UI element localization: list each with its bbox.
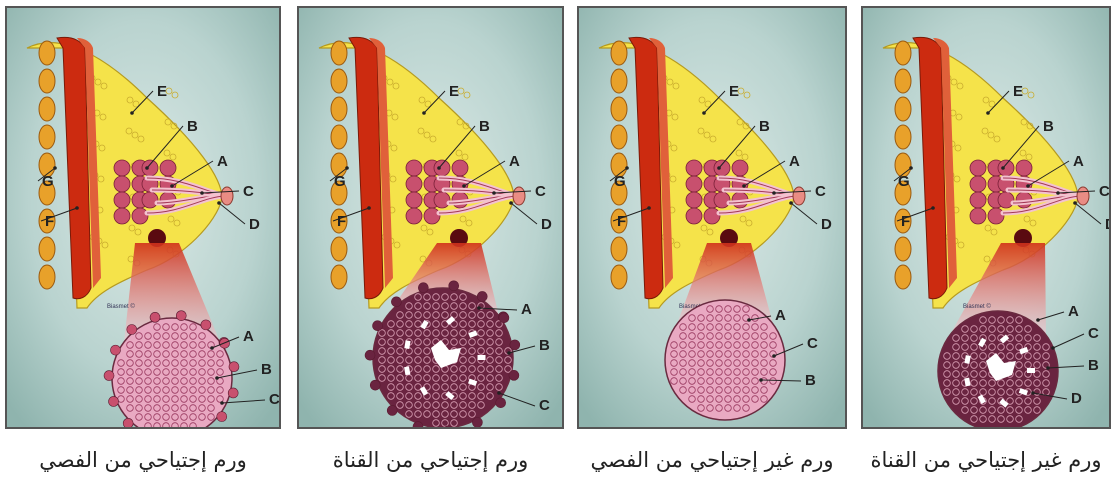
zoom-label-a: A	[1068, 303, 1079, 320]
zoom-label-b: B	[1088, 357, 1099, 374]
label-e: E	[729, 83, 739, 100]
credit-text: Biasmet ©	[107, 303, 135, 310]
nipple	[513, 187, 525, 205]
rib	[331, 237, 347, 261]
label-f: F	[337, 213, 346, 230]
rib	[611, 97, 627, 121]
zoom-label-d: D	[1071, 390, 1082, 407]
nipple	[221, 187, 233, 205]
zoom-label-c: C	[807, 335, 818, 352]
rib	[39, 237, 55, 261]
zoom-label-b: B	[805, 372, 816, 389]
rib	[331, 265, 347, 289]
label-f: F	[617, 213, 626, 230]
zoom-label-a: A	[775, 307, 786, 324]
breast-anatomy-illustration: Biasmet ©EBACDGFACB	[579, 8, 845, 427]
breast-anatomy-illustration: Biasmet ©EBACDGFABC	[7, 8, 279, 427]
label-b: B	[1043, 118, 1054, 135]
caption-panel-4: ورم غير إجتياحي من القناة	[861, 440, 1111, 480]
label-b: B	[479, 118, 490, 135]
label-e: E	[1013, 83, 1023, 100]
zoom-label-c: C	[269, 391, 279, 408]
nipple	[793, 187, 805, 205]
label-d: D	[821, 216, 832, 233]
label-g: G	[42, 173, 54, 190]
rib	[611, 237, 627, 261]
zoom-label-a: A	[243, 328, 254, 345]
zoom-label-c: C	[1088, 325, 1099, 342]
label-d: D	[1105, 216, 1109, 233]
zoom-view	[938, 311, 1058, 427]
label-g: G	[334, 173, 346, 190]
label-b: B	[187, 118, 198, 135]
rib	[331, 97, 347, 121]
rib	[39, 97, 55, 121]
label-a: A	[789, 153, 800, 170]
label-e: E	[157, 83, 167, 100]
label-b: B	[759, 118, 770, 135]
label-c: C	[243, 183, 254, 200]
label-g: G	[614, 173, 626, 190]
rib	[39, 41, 55, 65]
label-a: A	[509, 153, 520, 170]
rib	[895, 41, 911, 65]
rib	[895, 237, 911, 261]
rib	[611, 41, 627, 65]
rib	[331, 69, 347, 93]
label-f: F	[901, 213, 910, 230]
credit-text: Biasmet ©	[963, 303, 991, 310]
rib	[331, 41, 347, 65]
zoom-label-b: B	[539, 337, 550, 354]
label-d: D	[541, 216, 552, 233]
rib	[39, 125, 55, 149]
label-c: C	[535, 183, 546, 200]
zoom-label-a: A	[521, 301, 532, 318]
nipple	[1077, 187, 1089, 205]
label-c: C	[1099, 183, 1109, 200]
zoom-label-c: C	[539, 397, 550, 414]
rib	[895, 69, 911, 93]
breast-anatomy-illustration: Biasmet ©EBACDGFACBD	[863, 8, 1109, 427]
label-g: G	[898, 173, 910, 190]
rib	[895, 97, 911, 121]
zoom-label-b: B	[261, 361, 272, 378]
panel-4: Biasmet ©EBACDGFACBD	[861, 6, 1111, 429]
rib	[611, 265, 627, 289]
rib	[611, 125, 627, 149]
caption-panel-3: ورم غير إجتياحي من الفصي	[577, 440, 847, 480]
rib	[39, 265, 55, 289]
zoom-view	[665, 300, 785, 420]
rib	[39, 69, 55, 93]
label-a: A	[217, 153, 228, 170]
label-a: A	[1073, 153, 1084, 170]
label-d: D	[249, 216, 260, 233]
caption-panel-1: ورم إجتياحي من الفصي	[5, 440, 281, 480]
caption-panel-2: ورم إجتياحي من القناة	[297, 440, 564, 480]
rib	[611, 69, 627, 93]
label-f: F	[45, 213, 54, 230]
rib	[331, 125, 347, 149]
rib	[895, 265, 911, 289]
rib	[895, 125, 911, 149]
label-e: E	[449, 83, 459, 100]
label-c: C	[815, 183, 826, 200]
